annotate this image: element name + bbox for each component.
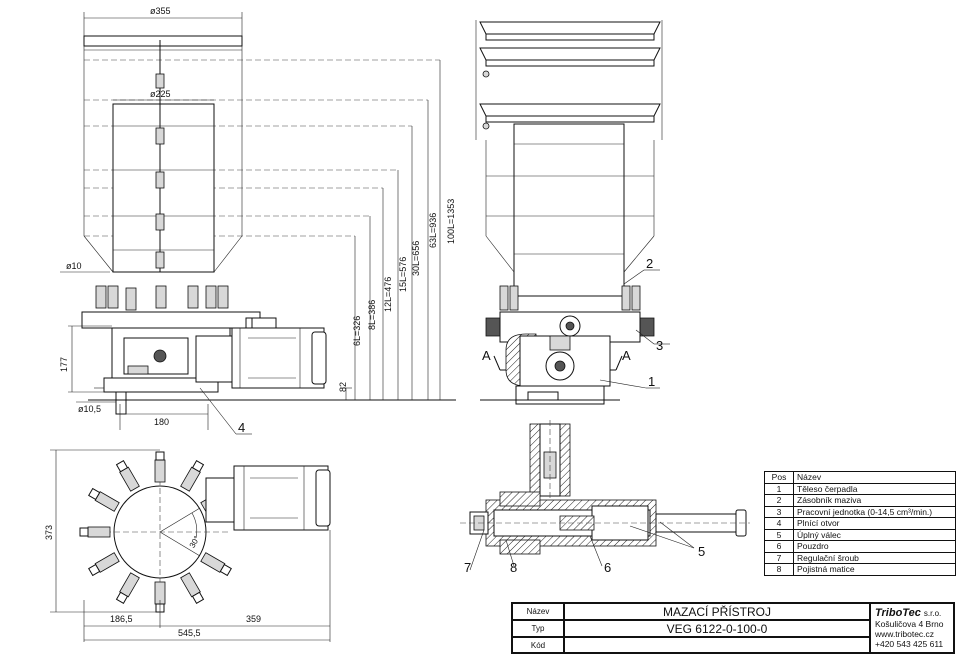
parts-row-pos: 6 bbox=[764, 540, 794, 553]
parts-row-name: Úplný válec bbox=[793, 528, 956, 541]
parts-row-pos: 4 bbox=[764, 517, 794, 530]
label-type: Typ bbox=[512, 620, 564, 637]
dim-v8: 8L=386 bbox=[367, 300, 377, 330]
parts-row-pos: 1 bbox=[764, 482, 794, 495]
parts-row-name: Pojistná matice bbox=[793, 563, 956, 576]
title-block: Název Typ Kód MAZACÍ PŘÍSTROJ VEG 6122-0… bbox=[511, 602, 955, 654]
parts-row-name: Pracovní jednotka (0-14,5 cm³/min.) bbox=[793, 505, 956, 518]
parts-row-pos: 3 bbox=[764, 505, 794, 518]
parts-row: 3 Pracovní jednotka (0-14,5 cm³/min.) bbox=[764, 505, 956, 518]
callout-4: 4 bbox=[238, 420, 245, 435]
parts-row: 6 Pouzdro bbox=[764, 540, 956, 553]
section-a-left: A bbox=[482, 348, 491, 363]
front-view: ø355 ø225 bbox=[59, 6, 456, 435]
dim-w186-5: 186,5 bbox=[110, 614, 133, 624]
callout-1: 1 bbox=[648, 374, 655, 389]
reservoir-height-dims: 82 6L=326 8L=386 12L=476 15L=576 30L=656… bbox=[338, 60, 456, 400]
callout-2: 2 bbox=[646, 256, 653, 271]
parts-list-header: Pos Název bbox=[764, 471, 956, 484]
dim-v63: 63L=936 bbox=[428, 213, 438, 248]
dim-h177: 177 bbox=[59, 357, 69, 372]
parts-row-pos: 2 bbox=[764, 494, 794, 507]
dim-v100: 100L=1353 bbox=[446, 199, 456, 244]
company-web: www.tribotec.cz bbox=[875, 628, 935, 639]
level-indicator bbox=[155, 73, 165, 269]
parts-row: 5 Úplný válec bbox=[764, 528, 956, 541]
drawing-code bbox=[564, 637, 870, 653]
pump-units-row bbox=[81, 285, 273, 335]
callout-8: 8 bbox=[510, 560, 517, 575]
side-view: 2 3 A A 1 bbox=[475, 20, 670, 405]
motor-top bbox=[205, 465, 331, 531]
parts-row: 8 Pojistná matice bbox=[764, 563, 956, 576]
parts-row: 7 Regulační šroub bbox=[764, 551, 956, 564]
company-logo-text: TriboTec bbox=[875, 606, 921, 619]
parts-header-pos: Pos bbox=[764, 471, 794, 484]
drawing-name: MAZACÍ PŘÍSTROJ bbox=[564, 603, 870, 620]
callout-7: 7 bbox=[464, 560, 471, 575]
parts-row-name: Plnící otvor bbox=[793, 517, 956, 530]
motor bbox=[195, 317, 327, 389]
dim-v12: 12L=476 bbox=[383, 277, 393, 312]
top-view: 373 30° bbox=[44, 449, 331, 642]
parts-row: 2 Zásobník maziva bbox=[764, 494, 956, 507]
section-a-right: A bbox=[622, 348, 631, 363]
company-logo: TriboTec s.r.o. bbox=[875, 606, 942, 619]
parts-header-name: Název bbox=[793, 471, 956, 484]
section-a-a: 7 8 6 5 bbox=[460, 420, 750, 575]
dim-h82: 82 bbox=[338, 382, 348, 392]
parts-row-pos: 7 bbox=[764, 551, 794, 564]
dim-d10: ø10 bbox=[66, 261, 82, 271]
parts-row-name: Těleso čerpadla bbox=[793, 482, 956, 495]
dim-d10-5: ø10,5 bbox=[78, 404, 101, 414]
parts-list: Pos Název 1 Těleso čerpadla 2 Zásobník m… bbox=[764, 471, 956, 576]
dim-w545-5: 545,5 bbox=[178, 628, 201, 638]
dim-w180: 180 bbox=[154, 417, 169, 427]
drawing-type: VEG 6122-0-100-0 bbox=[564, 620, 870, 637]
parts-row: 1 Těleso čerpadla bbox=[764, 482, 956, 495]
company-suffix: s.r.o. bbox=[923, 608, 942, 618]
label-name: Název bbox=[512, 603, 564, 620]
company-address: Košuličova 4 Brno bbox=[875, 618, 944, 629]
dim-h373: 373 bbox=[44, 525, 54, 540]
dim-v15: 15L=576 bbox=[398, 257, 408, 292]
parts-row-pos: 8 bbox=[764, 563, 794, 576]
label-code: Kód bbox=[512, 637, 564, 653]
dim-v6: 6L=326 bbox=[352, 316, 362, 346]
parts-row-name: Zásobník maziva bbox=[793, 494, 956, 507]
parts-row-name: Pouzdro bbox=[793, 540, 956, 553]
reservoir-lids bbox=[475, 20, 663, 140]
callout-5: 5 bbox=[698, 544, 705, 559]
parts-row: 4 Plnící otvor bbox=[764, 517, 956, 530]
callout-6: 6 bbox=[604, 560, 611, 575]
dim-v30: 30L=656 bbox=[411, 241, 421, 276]
company-info: TriboTec s.r.o. Košuličova 4 Brno www.tr… bbox=[870, 603, 954, 653]
parts-row-name: Regulační šroub bbox=[793, 551, 956, 564]
callout-3: 3 bbox=[656, 338, 663, 353]
parts-row-pos: 5 bbox=[764, 528, 794, 541]
dim-d355: ø355 bbox=[150, 6, 171, 16]
company-phone: +420 543 425 611 bbox=[875, 638, 944, 649]
dim-w359: 359 bbox=[246, 614, 261, 624]
radial-pump-units bbox=[79, 451, 232, 613]
